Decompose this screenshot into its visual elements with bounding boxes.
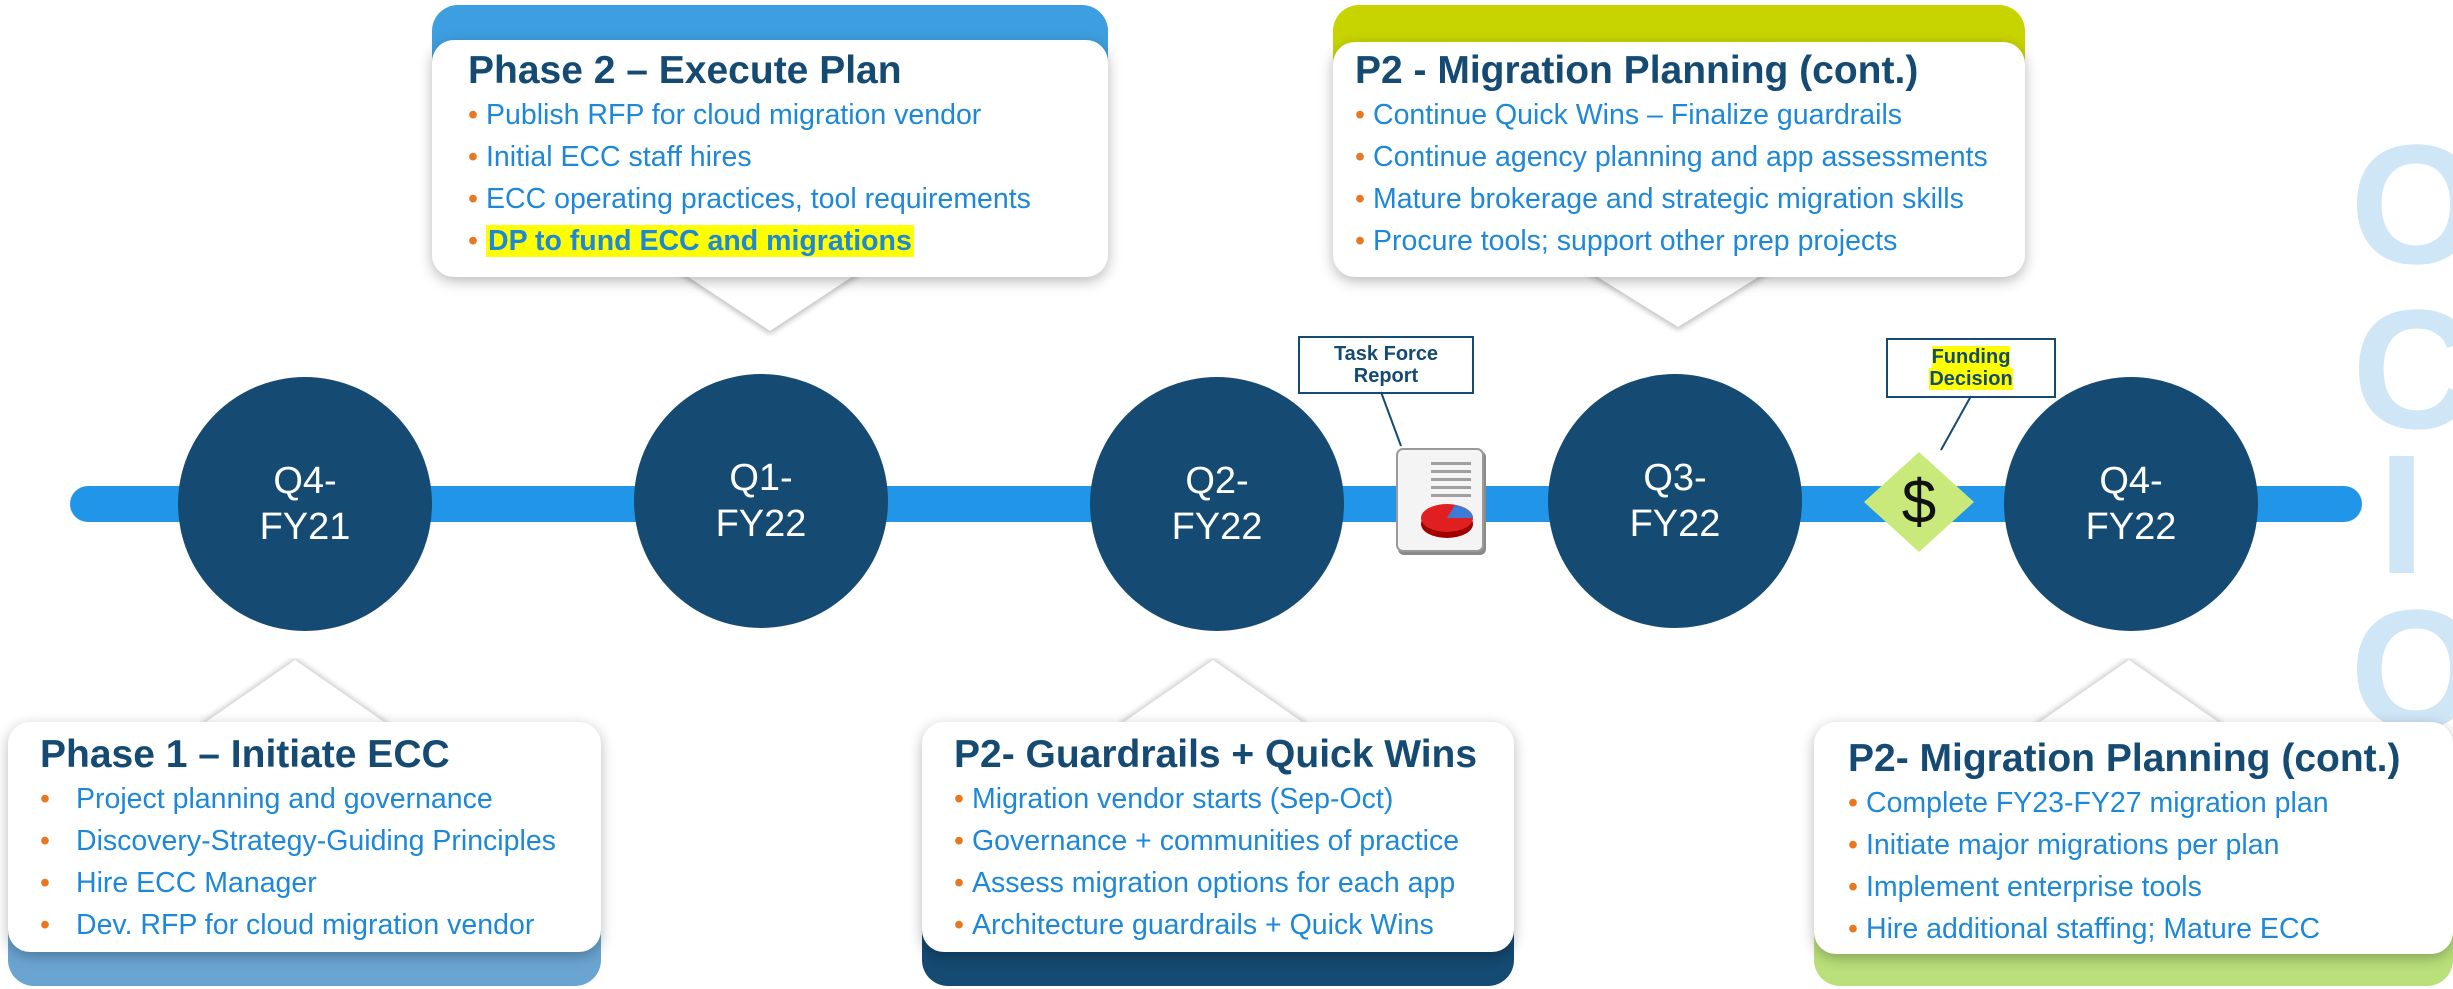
list-item: Procure tools; support other prep projec… (1355, 220, 2025, 262)
list-item: Continue agency planning and app assessm… (1355, 136, 2025, 178)
report-connector (1380, 391, 1402, 447)
list-item: Implement enterprise tools (1848, 866, 2453, 908)
list-item: Architecture guardrails + Quick Wins (954, 904, 1514, 946)
guardrails-callout: P2- Guardrails + Quick Wins Migration ve… (922, 722, 1514, 952)
phase1-list: Project planning and governance Discover… (40, 778, 601, 946)
list-item: Migration vendor starts (Sep-Oct) (954, 778, 1514, 820)
node-label-line2: FY21 (259, 506, 351, 548)
task-force-report-label: Task Force Report (1298, 336, 1474, 394)
list-item: Complete FY23-FY27 migration plan (1848, 782, 2453, 824)
phase2-list: Publish RFP for cloud migration vendor I… (468, 94, 1108, 262)
timeline-node-q2-fy22: Q2- FY22 (1090, 377, 1344, 631)
timeline-node-q3-fy22: Q3- FY22 (1548, 374, 1802, 628)
side-letter-o1: O (2350, 110, 2453, 300)
phase1-callout wide: Phase 1 – Initiate ECC Project planning … (8, 722, 601, 952)
migration-top-pointer (1578, 265, 1778, 327)
node-label-line2: FY22 (1629, 503, 1721, 545)
node-label-line1: Q2- (1185, 460, 1249, 502)
timeline-node-q4-fy21: Q4- FY21 (178, 377, 432, 631)
migration-top-list: Continue Quick Wins – Finalize guardrail… (1355, 94, 2025, 262)
migration-top-title: P2 - Migration Planning (cont.) (1355, 49, 1919, 92)
phase2-callout: Phase 2 – Execute Plan Publish RFP for c… (432, 40, 1108, 277)
guardrails-pointer (1118, 660, 1308, 726)
funding-connector (1940, 395, 1972, 451)
list-item: Governance + communities of practice (954, 820, 1514, 862)
node-label-line2: FY22 (2085, 506, 2177, 548)
migration-bottom-list: Complete FY23-FY27 migration plan Initia… (1848, 782, 2453, 950)
node-label-line1: Q4- (2099, 460, 2163, 502)
funding-decision-label: Funding Decision (1886, 338, 2056, 398)
list-item-highlighted: DP to fund ECC and migrations (468, 220, 1108, 262)
dollar-symbol: $ (1901, 467, 1937, 537)
list-item: Initial ECC staff hires (468, 136, 1108, 178)
migration-bottom-pointer (2034, 660, 2224, 726)
list-item: Hire additional staffing; Mature ECC (1848, 908, 2453, 950)
phase1-title: Phase 1 – Initiate ECC (40, 733, 450, 776)
timeline-node-q4-fy22: Q4- FY22 (2004, 377, 2258, 631)
side-letter-c: C (2352, 275, 2453, 465)
phase2-pointer (670, 265, 870, 331)
report-icon (1396, 448, 1486, 555)
timeline-node-q1-fy22: Q1- FY22 (634, 374, 888, 628)
list-item: Assess migration options for each app (954, 862, 1514, 904)
list-item: Mature brokerage and strategic migration… (1355, 178, 2025, 220)
node-label-line1: Q1- (729, 457, 793, 499)
list-item: ECC operating practices, tool requiremen… (468, 178, 1108, 220)
migration-bottom-callout: P2- Migration Planning (cont.) Complete … (1814, 722, 2453, 954)
list-item: Project planning and governance (40, 778, 601, 820)
list-item: Discovery-Strategy-Guiding Principles (40, 820, 601, 862)
migration-bottom-title: P2- Migration Planning (cont.) (1848, 737, 2401, 780)
dollar-icon: $ (1862, 450, 1976, 554)
guardrails-title: P2- Guardrails + Quick Wins (954, 733, 1478, 776)
node-label-line2: FY22 (1171, 506, 1263, 548)
node-label-line1: Q3- (1643, 457, 1707, 499)
phase1-pointer (200, 660, 390, 726)
list-item: Dev. RFP for cloud migration vendor (40, 904, 601, 946)
list-item: Continue Quick Wins – Finalize guardrail… (1355, 94, 2025, 136)
list-item: Initiate major migrations per plan (1848, 824, 2453, 866)
migration-top-callout: P2 - Migration Planning (cont.) Continue… (1333, 42, 2025, 277)
guardrails-list: Migration vendor starts (Sep-Oct) Govern… (954, 778, 1514, 946)
list-item: Hire ECC Manager (40, 862, 601, 904)
phase2-title: Phase 2 – Execute Plan (468, 49, 902, 92)
side-letter-i: I (2378, 420, 2426, 610)
list-item: Publish RFP for cloud migration vendor (468, 94, 1108, 136)
node-label-line1: Q4- (273, 460, 337, 502)
node-label-line2: FY22 (715, 503, 807, 545)
